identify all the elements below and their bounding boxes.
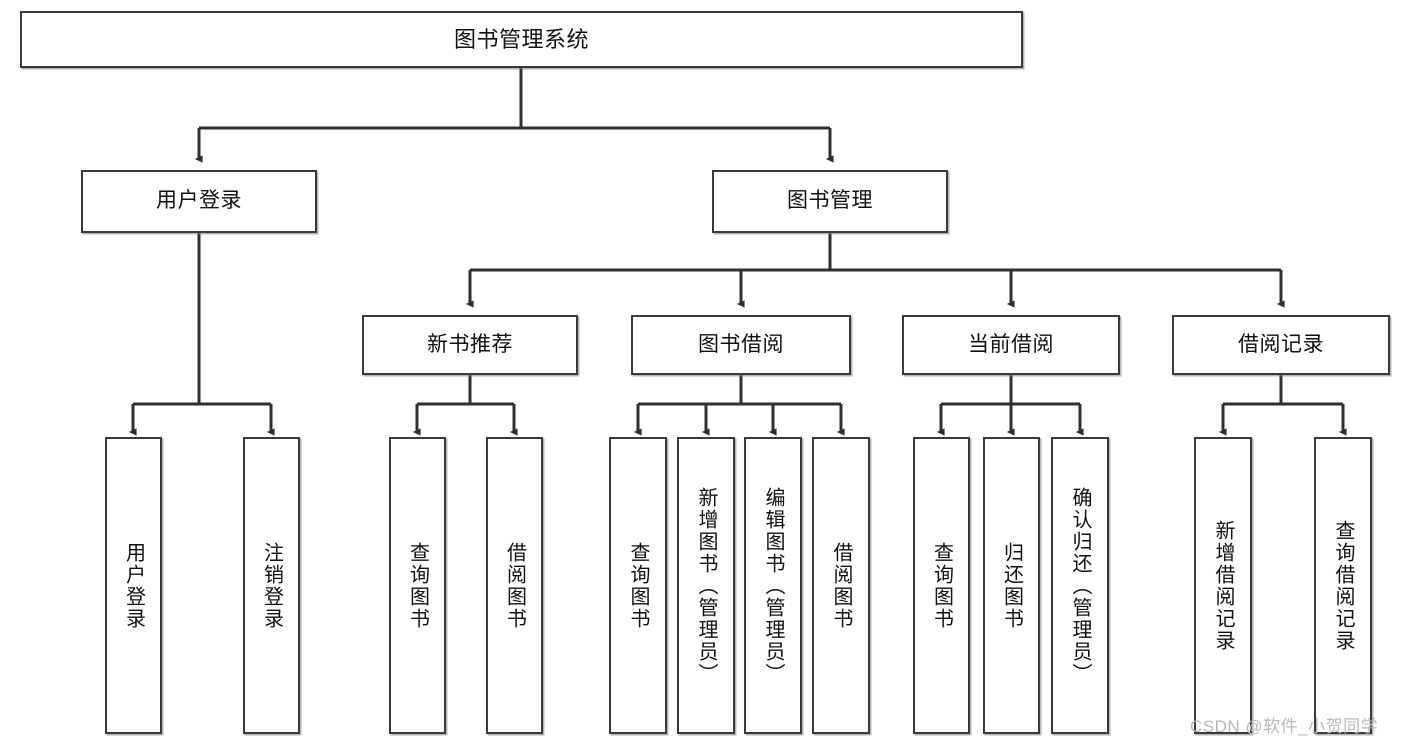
node-leaf-borrow-book-1[interactable]: 借阅图书 bbox=[486, 437, 543, 734]
node-label: 借阅记录 bbox=[1238, 332, 1324, 356]
node-leaf-query-record[interactable]: 查询借阅记录 bbox=[1314, 437, 1372, 734]
node-label: 查询图书 bbox=[406, 541, 429, 630]
node-leaf-query-book-2[interactable]: 查询图书 bbox=[609, 437, 667, 734]
node-leaf-edit-book[interactable]: 编辑图书（管理员） bbox=[744, 437, 802, 734]
node-leaf-return-book[interactable]: 归还图书 bbox=[983, 437, 1040, 734]
node-label: 图书管理 bbox=[787, 189, 873, 213]
node-label: 查询图书 bbox=[930, 541, 953, 630]
node-leaf-borrow-book-2[interactable]: 借阅图书 bbox=[812, 437, 870, 734]
node-label: 用户登录 bbox=[156, 189, 242, 213]
node-label: 编辑图书（管理员） bbox=[762, 486, 784, 685]
node-label: 查询图书 bbox=[627, 541, 649, 630]
node-leaf-query-book-3[interactable]: 查询图书 bbox=[913, 437, 970, 734]
node-leaf-logout-login[interactable]: 注销登录 bbox=[243, 437, 300, 734]
node-leaf-user-login[interactable]: 用户登录 bbox=[105, 437, 162, 734]
node-root-system[interactable]: 图书管理系统 bbox=[20, 11, 1023, 68]
node-label: 查询借阅记录 bbox=[1332, 519, 1354, 652]
node-label: 新增图书（管理员） bbox=[695, 486, 717, 685]
node-new-book-recommend[interactable]: 新书推荐 bbox=[362, 315, 578, 375]
node-borrow-record[interactable]: 借阅记录 bbox=[1172, 315, 1390, 375]
node-label: 当前借阅 bbox=[968, 332, 1054, 356]
node-label: 图书借阅 bbox=[698, 332, 784, 356]
node-current-borrow[interactable]: 当前借阅 bbox=[902, 315, 1120, 375]
node-label: 用户登录 bbox=[122, 541, 145, 630]
node-user-login[interactable]: 用户登录 bbox=[81, 170, 317, 233]
node-label: 借阅图书 bbox=[503, 541, 526, 630]
node-label: 确认归还（管理员） bbox=[1069, 486, 1091, 685]
node-label: 图书管理系统 bbox=[453, 26, 589, 52]
node-book-borrow[interactable]: 图书借阅 bbox=[631, 315, 851, 375]
node-leaf-add-book[interactable]: 新增图书（管理员） bbox=[677, 437, 735, 734]
node-label: 注销登录 bbox=[260, 541, 283, 630]
node-book-management[interactable]: 图书管理 bbox=[712, 170, 948, 233]
node-leaf-query-book-1[interactable]: 查询图书 bbox=[389, 437, 446, 734]
node-label: 借阅图书 bbox=[830, 541, 852, 630]
node-label: 新书推荐 bbox=[427, 332, 513, 356]
node-leaf-add-record[interactable]: 新增借阅记录 bbox=[1194, 437, 1252, 734]
node-label: 新增借阅记录 bbox=[1212, 519, 1234, 652]
node-label: 归还图书 bbox=[1000, 541, 1023, 630]
node-leaf-confirm-return[interactable]: 确认归还（管理员） bbox=[1051, 437, 1109, 734]
